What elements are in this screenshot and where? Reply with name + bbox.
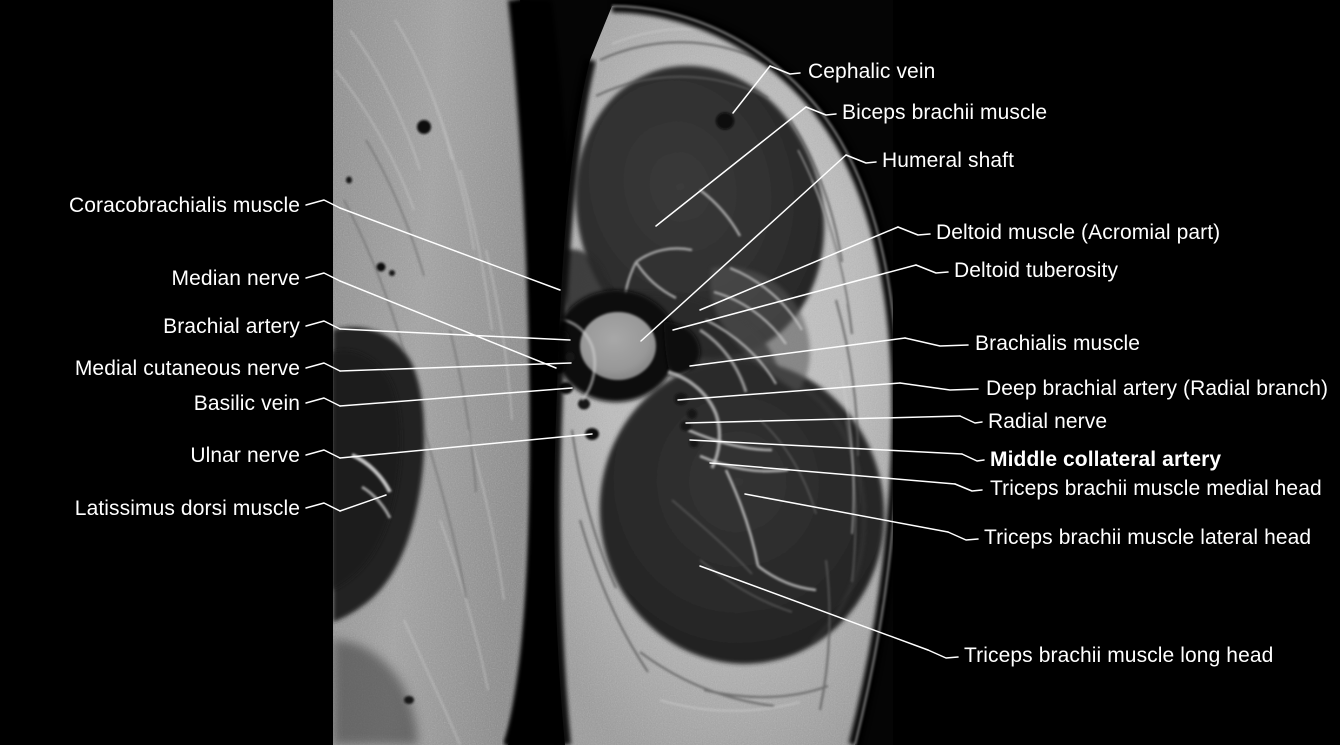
label-latissimus-dorsi-muscle: Latissimus dorsi muscle [74,497,300,520]
label-humeral-shaft: Humeral shaft [882,149,1015,172]
label-brachial-artery: Brachial artery [163,315,300,338]
label-triceps-brachii-muscle-medial-head: Triceps brachii muscle medial head [990,477,1322,500]
label-triceps-brachii-muscle-long-head: Triceps brachii muscle long head [964,644,1274,667]
label-median-nerve: Median nerve [171,267,300,290]
label-basilic-vein: Basilic vein [193,392,300,415]
label-biceps-brachii-muscle: Biceps brachii muscle [842,101,1048,124]
label-brachialis-muscle: Brachialis muscle [975,332,1141,355]
label-deltoid-muscle-acromial-part: Deltoid muscle (Acromial part) [936,221,1221,244]
label-cephalic-vein: Cephalic vein [808,60,936,83]
label-middle-collateral-artery: Middle collateral artery [990,448,1222,471]
label-deltoid-tuberosity: Deltoid tuberosity [954,259,1119,282]
label-deep-brachial-artery-radial-branch: Deep brachial artery (Radial branch) [986,377,1329,400]
label-radial-nerve: Radial nerve [988,410,1108,433]
label-coracobrachialis-muscle: Coracobrachialis muscle [68,194,300,217]
label-ulnar-nerve: Ulnar nerve [190,444,300,467]
label-medial-cutaneous-nerve: Medial cutaneous nerve [74,357,300,380]
label-triceps-brachii-muscle-lateral-head: Triceps brachii muscle lateral head [984,526,1312,549]
